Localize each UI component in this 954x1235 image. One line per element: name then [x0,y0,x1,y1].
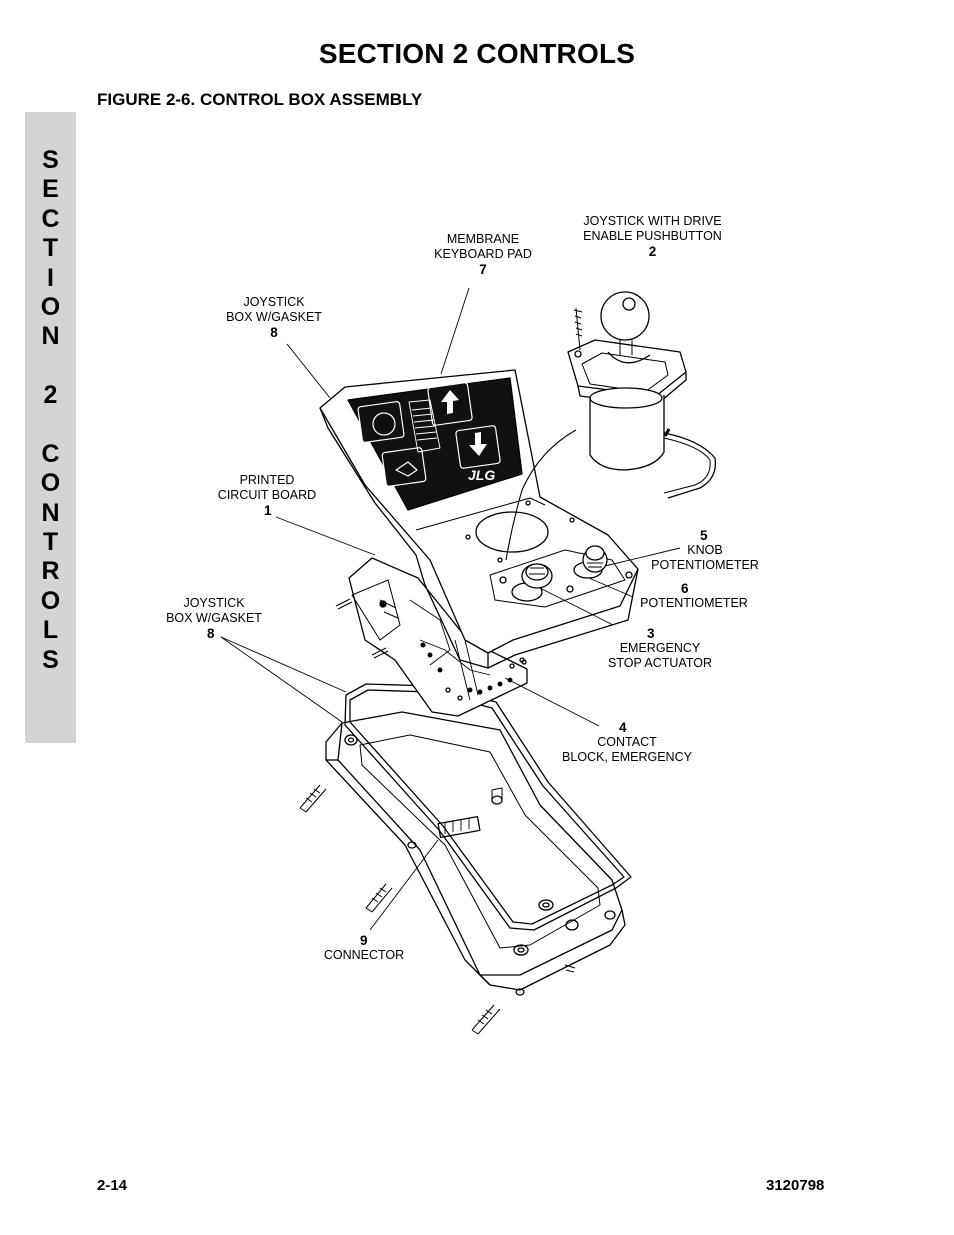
side-tab-letter: 2 [43,381,58,410]
callout-label: BOX W/GASKET [166,611,262,625]
callout-connector: 9 CONNECTOR [316,933,412,963]
side-tab-letters: S E C T I O N 2 C O N T R O L S [25,146,76,675]
callout-label: EMERGENCY [619,641,701,655]
callout-label: JOYSTICK [243,295,305,309]
callout-label: ENABLE PUSHBUTTON [583,229,722,243]
top-housing: JLG [319,369,639,669]
side-tab-letter: S [42,645,59,674]
callout-label: JOYSTICK WITH DRIVE [583,214,722,228]
side-tab-letter: C [41,204,60,233]
callout-joystick-box-top: JOYSTICK BOX W/GASKET 8 [222,295,326,340]
joystick-assembly [567,291,717,499]
screws [299,784,501,1035]
callout-number: 2 [648,244,657,259]
callout-label: KEYBOARD PAD [434,247,532,261]
callout-label: CONTACT [597,735,657,749]
page-title: SECTION 2 CONTROLS [318,38,636,69]
page-number: 2-14 [97,1177,128,1194]
callout-contact-block: 4 CONTACT BLOCK, EMERGENCY [560,720,694,765]
side-tab-letter: N [41,498,60,527]
section-side-tab: S E C T I O N 2 C O N T R O L S [25,112,76,743]
callout-number: 1 [264,503,272,518]
side-tab-letter: O [40,469,61,498]
callout-label: BLOCK, EMERGENCY [562,750,692,764]
callout-label: JOYSTICK [183,596,245,610]
side-tab-letter: T [42,528,59,557]
callout-number: 4 [619,720,627,735]
side-tab-letter: L [42,616,59,645]
callout-number: 3 [647,626,655,641]
callout-knob: 5 KNOB POTENTIOMETER [648,528,762,573]
side-tab-letter: S [42,146,59,174]
callout-label: POTENTIOMETER [651,558,759,572]
callout-label: BOX W/GASKET [226,310,322,324]
circuit-board [335,557,528,717]
callout-label: MEMBRANE [446,232,520,246]
callout-membrane-keypad: MEMBRANE KEYBOARD PAD 7 [428,232,538,277]
bottom-housing [325,711,626,996]
callout-number: 7 [479,262,487,277]
side-tab-letter: O [40,586,61,615]
callout-potentiometer: 6 POTENTIOMETER [638,581,750,611]
leader-lines [220,287,681,931]
callout-label: POTENTIOMETER [640,596,748,610]
side-tab-letter: C [41,439,60,468]
callout-label: KNOB [687,543,723,557]
callout-joystick-drive: JOYSTICK WITH DRIVE ENABLE PUSHBUTTON 2 [580,214,725,259]
side-tab-letter: O [40,292,61,321]
callout-number: 9 [360,933,368,948]
side-tab-letter: I [47,263,54,292]
callout-joystick-box-bottom: JOYSTICK BOX W/GASKET 8 [162,596,266,641]
callout-number: 8 [270,325,278,340]
callout-circuit-board: PRINTED CIRCUIT BOARD 1 [212,473,322,518]
callout-label: PRINTED [239,473,295,487]
callout-number: 6 [681,581,689,596]
document-number: 3120798 [766,1177,825,1194]
figure-title: FIGURE 2-6. CONTROL BOX ASSEMBLY [97,90,423,109]
side-tab-letter: T [42,234,59,263]
side-tab-letter: N [41,322,60,351]
callout-label: CIRCUIT BOARD [217,488,317,502]
callout-number: 8 [207,626,215,641]
side-tab-letter: E [42,175,59,204]
callout-label: CONNECTOR [323,948,405,962]
jlg-logo: JLG [468,467,495,483]
callout-emergency-stop: 3 EMERGENCY STOP ACTUATOR [604,626,716,671]
callout-label: STOP ACTUATOR [608,656,712,670]
side-tab-letter: R [41,557,60,586]
callout-number: 5 [700,528,708,543]
